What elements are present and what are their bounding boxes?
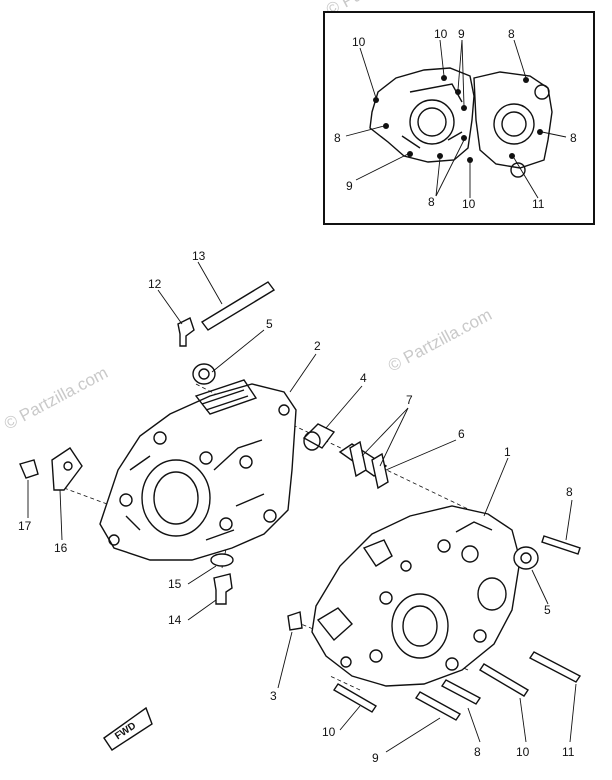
main-callouts: 13 12 5 2 4 7 6 1 8 17 16 15 14 5 3 10 9… — [18, 249, 575, 765]
part-8-bolt-lower — [440, 679, 482, 705]
label-12: 12 — [148, 277, 162, 291]
label-8-upper: 8 — [566, 485, 573, 499]
left-case-bosses — [108, 404, 290, 546]
part-8-bolt-upper — [541, 535, 581, 555]
left-case-bore-outer — [141, 459, 211, 537]
inset-label-8d: 8 — [428, 195, 435, 209]
inset-label-10c: 10 — [462, 197, 476, 211]
part-7-collar-a — [349, 440, 367, 478]
label-5-right: 5 — [544, 603, 551, 617]
inset-case-left — [369, 67, 475, 163]
label-14: 14 — [168, 613, 182, 627]
inset-border — [323, 11, 595, 225]
label-11: 11 — [562, 745, 575, 759]
inset-label-10a: 10 — [352, 35, 366, 49]
part-13-tube — [200, 281, 276, 331]
inset-right-bore-inner — [501, 111, 527, 137]
label-5-upper: 5 — [266, 317, 273, 331]
inset-right-bore-outer — [493, 103, 535, 145]
part-4-bushing — [302, 423, 336, 451]
part-15-washer — [210, 553, 234, 567]
part-9-bolt — [414, 691, 462, 721]
label-16: 16 — [54, 541, 68, 555]
part-7-collar-b — [371, 452, 389, 490]
right-crankcase-half — [311, 505, 521, 687]
main-leaders — [27, 261, 577, 753]
left-case-top-fins — [201, 389, 249, 411]
part-3-dowel — [287, 611, 303, 631]
label-6: 6 — [458, 427, 465, 441]
part-6-shaft — [338, 440, 389, 490]
label-3: 3 — [270, 689, 277, 703]
label-1: 1 — [504, 445, 511, 459]
right-case-mount-tab — [362, 539, 393, 567]
part-17-bolt — [19, 459, 39, 479]
part-5-upper-bushing — [192, 363, 216, 385]
label-9: 9 — [372, 751, 379, 765]
inset-left-bore-outer — [409, 99, 455, 145]
inset-label-8a: 8 — [508, 27, 515, 41]
label-10-right: 10 — [516, 745, 530, 759]
inset-left-bore-inner — [417, 107, 447, 137]
label-10-left: 10 — [322, 725, 336, 739]
part-16-bracket — [51, 447, 83, 491]
label-2: 2 — [314, 339, 321, 353]
inset-label-9a: 9 — [458, 27, 465, 41]
inset-label-10b: 10 — [434, 27, 448, 41]
inset-label-11: 11 — [532, 197, 545, 211]
part-10-bolt-right — [479, 663, 529, 697]
part-14-bolt — [213, 573, 233, 605]
inset-label-9b: 9 — [346, 179, 353, 193]
left-crankcase-half — [99, 379, 297, 561]
fwd-arrow: FWD — [103, 706, 153, 751]
part-10-bolt-left — [333, 683, 377, 713]
long-bolts — [333, 535, 582, 721]
part-12-fitting — [177, 317, 195, 347]
inset-boss-bottom — [510, 162, 526, 178]
label-17: 17 — [18, 519, 32, 533]
part-11-bolt — [528, 651, 582, 683]
right-case-top-rib — [455, 521, 493, 533]
left-case-bore-inner — [153, 471, 199, 525]
watermark-1: © Partzilla.com — [1, 363, 111, 434]
part-5-right-bushing — [513, 546, 539, 570]
watermark-2: © Partzilla.com — [385, 305, 495, 376]
inset-label-8c: 8 — [570, 131, 577, 145]
right-case-bore-outer — [391, 593, 449, 659]
left-case-ribs — [125, 439, 265, 541]
label-13: 13 — [192, 249, 206, 263]
inset-left-ribs — [401, 83, 463, 149]
inset-label-8b: 8 — [334, 131, 341, 145]
left-case-top-block — [194, 379, 258, 415]
inset-bolt-holes — [373, 75, 543, 163]
label-15: 15 — [168, 577, 182, 591]
inset-panel: 10 10 9 8 8 8 9 8 10 11 — [323, 11, 595, 225]
right-case-bearing-boss — [477, 577, 507, 611]
label-7: 7 — [406, 393, 413, 407]
right-case-bore-inner — [402, 605, 438, 647]
label-4: 4 — [360, 371, 367, 385]
inset-boss-top — [534, 84, 550, 100]
right-case-bosses — [340, 539, 487, 671]
label-8-lower: 8 — [474, 745, 481, 759]
inset-leaders — [345, 39, 567, 199]
right-case-lower-tab — [316, 607, 353, 642]
